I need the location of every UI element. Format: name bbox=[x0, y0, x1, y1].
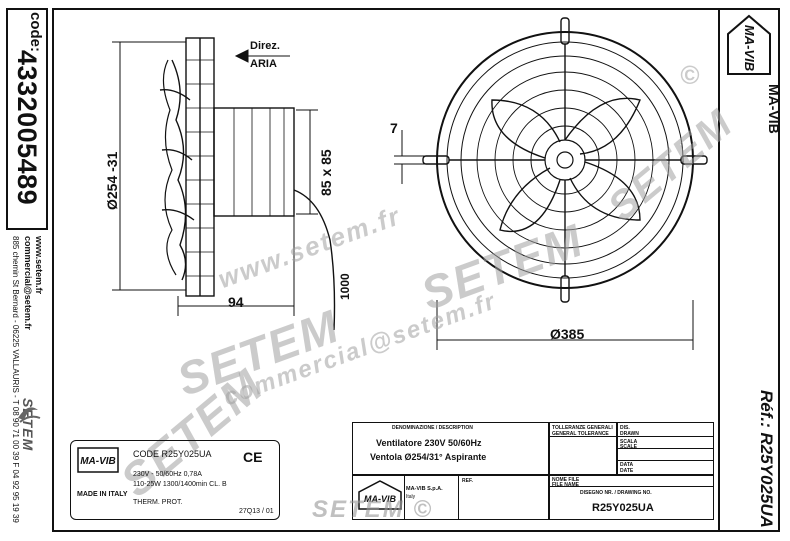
outer-frame bbox=[52, 8, 780, 532]
drawing-number-header: DISEGNO NR. / DRAWING NO. bbox=[580, 490, 652, 496]
nameplate-therm: THERM. PROT. bbox=[133, 499, 183, 506]
scale-label: SCALE bbox=[620, 444, 637, 450]
title-block bbox=[352, 422, 714, 520]
drawn-label: DRAWN bbox=[620, 431, 639, 437]
made-in-label: MADE IN ITALY bbox=[77, 491, 128, 498]
nameplate-logo-icon: MA-VIB bbox=[77, 447, 119, 473]
title-block-logo-text: MA-VIB bbox=[364, 494, 396, 504]
ce-mark: CE bbox=[243, 449, 263, 465]
scale-label-it: SCALA bbox=[620, 439, 638, 445]
title-block-logo-icon: MA-VIB bbox=[358, 480, 402, 510]
watermark-bottom: SETEM © bbox=[312, 496, 434, 523]
mavib-logo-icon: MA-VIB bbox=[727, 14, 771, 75]
setem-swirl-icon bbox=[18, 407, 41, 423]
fan-diameter-dim: Ø254 -31 bbox=[104, 151, 120, 210]
air-direction-label: Direz. bbox=[250, 40, 280, 52]
nameplate-voltage: 230V - 50/60Hz 0,78A bbox=[133, 471, 202, 478]
company-name: MA-VIB S.p.A. bbox=[406, 486, 443, 492]
code-box bbox=[6, 8, 48, 230]
company-country: Italy bbox=[406, 494, 416, 500]
ref-label: REF. bbox=[462, 478, 473, 484]
tolerance-header: TOLLERANZE GENERALI bbox=[552, 425, 613, 431]
file-name-label: FILE NAME bbox=[552, 482, 579, 488]
front-view-guard bbox=[422, 17, 708, 303]
air-direction-value: ARIA bbox=[250, 58, 277, 70]
grille-diameter-dim: Ø385 bbox=[550, 326, 585, 342]
description-line-2: Ventola Ø254/31° Aspirante bbox=[370, 452, 487, 462]
description-line-1: Ventilatore 230V 50/60Hz bbox=[376, 438, 482, 448]
motor-nameplate: MA-VIB MADE IN ITALY CODE R25Y025UA 230V… bbox=[70, 440, 280, 520]
tolerance-header-en: GENERAL TOLERANCE bbox=[552, 431, 609, 437]
nameplate-code: CODE R25Y025UA bbox=[133, 449, 212, 459]
nameplate-date-code: 27Q13 / 01 bbox=[239, 508, 274, 515]
description-header: DENOMINAZIONE / DESCRIPTION bbox=[392, 425, 473, 431]
drawn-label-it: DIS. bbox=[620, 425, 630, 431]
motor-size-dim: 85 x 85 bbox=[318, 149, 334, 196]
cable-length-dim: 1000 bbox=[338, 273, 352, 300]
file-name-label-it: NOME FILE bbox=[552, 477, 580, 483]
right-strip-divider bbox=[718, 8, 720, 532]
drawing-number: R25Y025UA bbox=[592, 502, 654, 514]
date-label: DATE bbox=[620, 468, 634, 474]
depth-dim: 94 bbox=[228, 294, 244, 310]
nameplate-logo-text: MA-VIB bbox=[80, 456, 116, 467]
side-view-fan bbox=[159, 37, 336, 331]
mavib-logo-text: MA-VIB bbox=[742, 25, 757, 71]
slot-dim: 7 bbox=[390, 120, 398, 136]
nameplate-power: 110-25W 1300/1400min CL. B bbox=[133, 481, 227, 488]
date-label-it: DATA bbox=[620, 462, 634, 468]
watermark-copyright: © bbox=[680, 60, 702, 90]
